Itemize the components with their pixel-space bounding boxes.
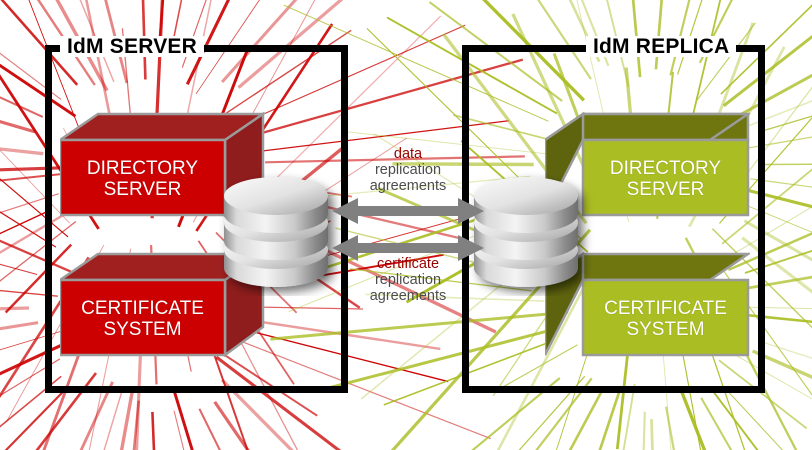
box-label-directory-server: DIRECTORY SERVER — [86, 158, 199, 200]
label-data-replication: data replication agreements — [333, 146, 483, 195]
box-label-directory-server: DIRECTORY SERVER — [609, 158, 722, 200]
box-left-directory-server: DIRECTORY SERVER — [60, 112, 265, 217]
database-stack-right — [468, 168, 598, 296]
frame-left-bottom — [45, 386, 348, 393]
frame-left-right — [341, 45, 348, 393]
database-stack-left — [218, 168, 348, 296]
panel-title-idm-replica: IdM REPLICA — [586, 36, 737, 57]
box-label-certificate-system: CERTIFICATE SYSTEM — [604, 298, 727, 340]
panel-title-idm-server: IdM SERVER — [60, 36, 204, 57]
frame-left-left — [45, 45, 52, 393]
label-certificate-replication: certificate replication agreements — [333, 256, 483, 305]
arrow-data-replication — [332, 196, 484, 226]
box-label-certificate-system: CERTIFICATE SYSTEM — [81, 298, 204, 340]
label-certificate-line2: replication — [374, 272, 442, 289]
arrow-certificate-replication — [332, 233, 484, 263]
label-data-line2: replication — [374, 162, 442, 179]
label-data-keyword: data — [393, 146, 423, 162]
label-certificate-line3: agreements — [369, 288, 447, 305]
label-data-line3: agreements — [369, 178, 447, 195]
frame-right-bottom — [462, 386, 765, 393]
frame-right-right — [758, 45, 765, 393]
label-certificate-keyword: certificate — [376, 256, 440, 272]
box-right-directory-server: DIRECTORY SERVER — [545, 112, 750, 217]
